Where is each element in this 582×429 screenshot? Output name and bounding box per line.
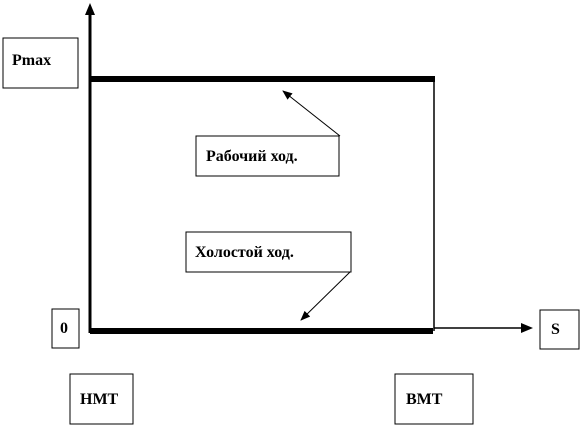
idle-stroke-label: Холостой ход. <box>195 244 294 261</box>
idle-stroke-pointer <box>300 271 351 321</box>
x-axis-arrowhead <box>521 323 533 333</box>
idle-stroke-label-box: Холостой ход. <box>185 231 352 273</box>
vmt-label-box: ВМТ <box>394 373 474 425</box>
working-stroke-label-box: Рабочий ход. <box>195 135 340 177</box>
nmt-label: НМТ <box>80 391 119 408</box>
y-axis-arrowhead <box>85 3 95 15</box>
zero-label-box: 0 <box>51 308 80 349</box>
pmax-label: Pmax <box>12 52 51 69</box>
working-stroke-pointer <box>282 90 341 137</box>
nmt-label-box: НМТ <box>69 373 134 425</box>
vmt-label: ВМТ <box>406 391 443 408</box>
s-label-box: S <box>539 309 580 350</box>
working-stroke-label: Рабочий ход. <box>206 148 298 165</box>
zero-label: 0 <box>60 320 68 337</box>
pmax-label-box: Pmax <box>2 37 79 89</box>
s-axis-label: S <box>551 321 560 338</box>
